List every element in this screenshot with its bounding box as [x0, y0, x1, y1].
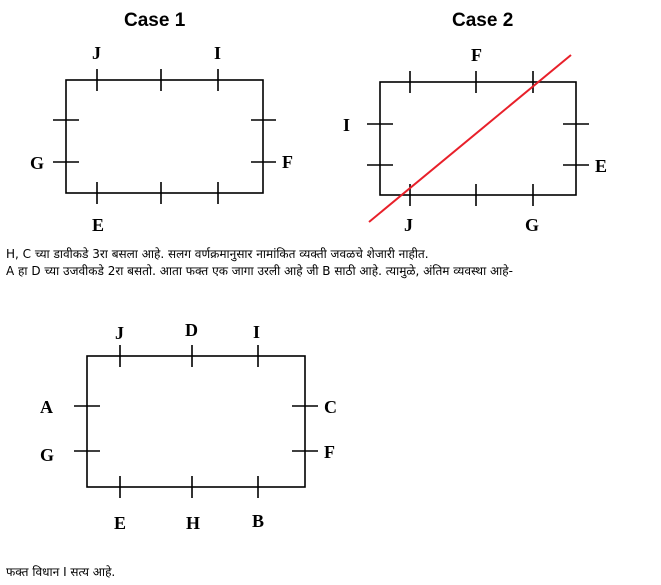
case2-label-j: J — [404, 215, 413, 235]
case2-table — [379, 81, 577, 196]
final-table — [86, 355, 306, 488]
final-label-e: E — [114, 513, 127, 533]
final-label-a: A — [40, 397, 53, 417]
final-label-j: J — [115, 323, 124, 343]
final-label-i: I — [253, 322, 261, 342]
final-label-d: D — [185, 320, 198, 340]
final-label-g: G — [40, 445, 55, 465]
case2-label-i: I — [343, 115, 351, 135]
case1-table — [65, 79, 264, 194]
final-label-b: B — [252, 511, 265, 531]
conclusion-text: फक्त विधान I सत्य आहे. — [6, 565, 116, 579]
final-label-h: H — [186, 513, 201, 533]
case1-label-i: I — [214, 43, 222, 63]
case1-label-f: F — [282, 152, 293, 172]
case1-label-j: J — [92, 43, 101, 63]
case2-label-e: E — [595, 156, 608, 176]
case2-label-f: F — [471, 45, 482, 65]
final-label-f: F — [324, 442, 335, 462]
case2-strike-line — [368, 54, 572, 223]
case1-title: Case 1 — [124, 10, 186, 31]
case2-label-g: G — [525, 215, 540, 235]
final-label-c: C — [324, 397, 337, 417]
case1-label-e: E — [92, 215, 105, 235]
case2-title: Case 2 — [452, 10, 514, 31]
case1-label-g: G — [30, 153, 45, 173]
explanation-line-1: H, C च्या डावीकडे 3रा बसला आहे. सलग वर्ण… — [6, 247, 429, 261]
explanation-line-2: A हा D च्या उजवीकडे 2रा बसतो. आता फक्त ए… — [6, 264, 513, 278]
